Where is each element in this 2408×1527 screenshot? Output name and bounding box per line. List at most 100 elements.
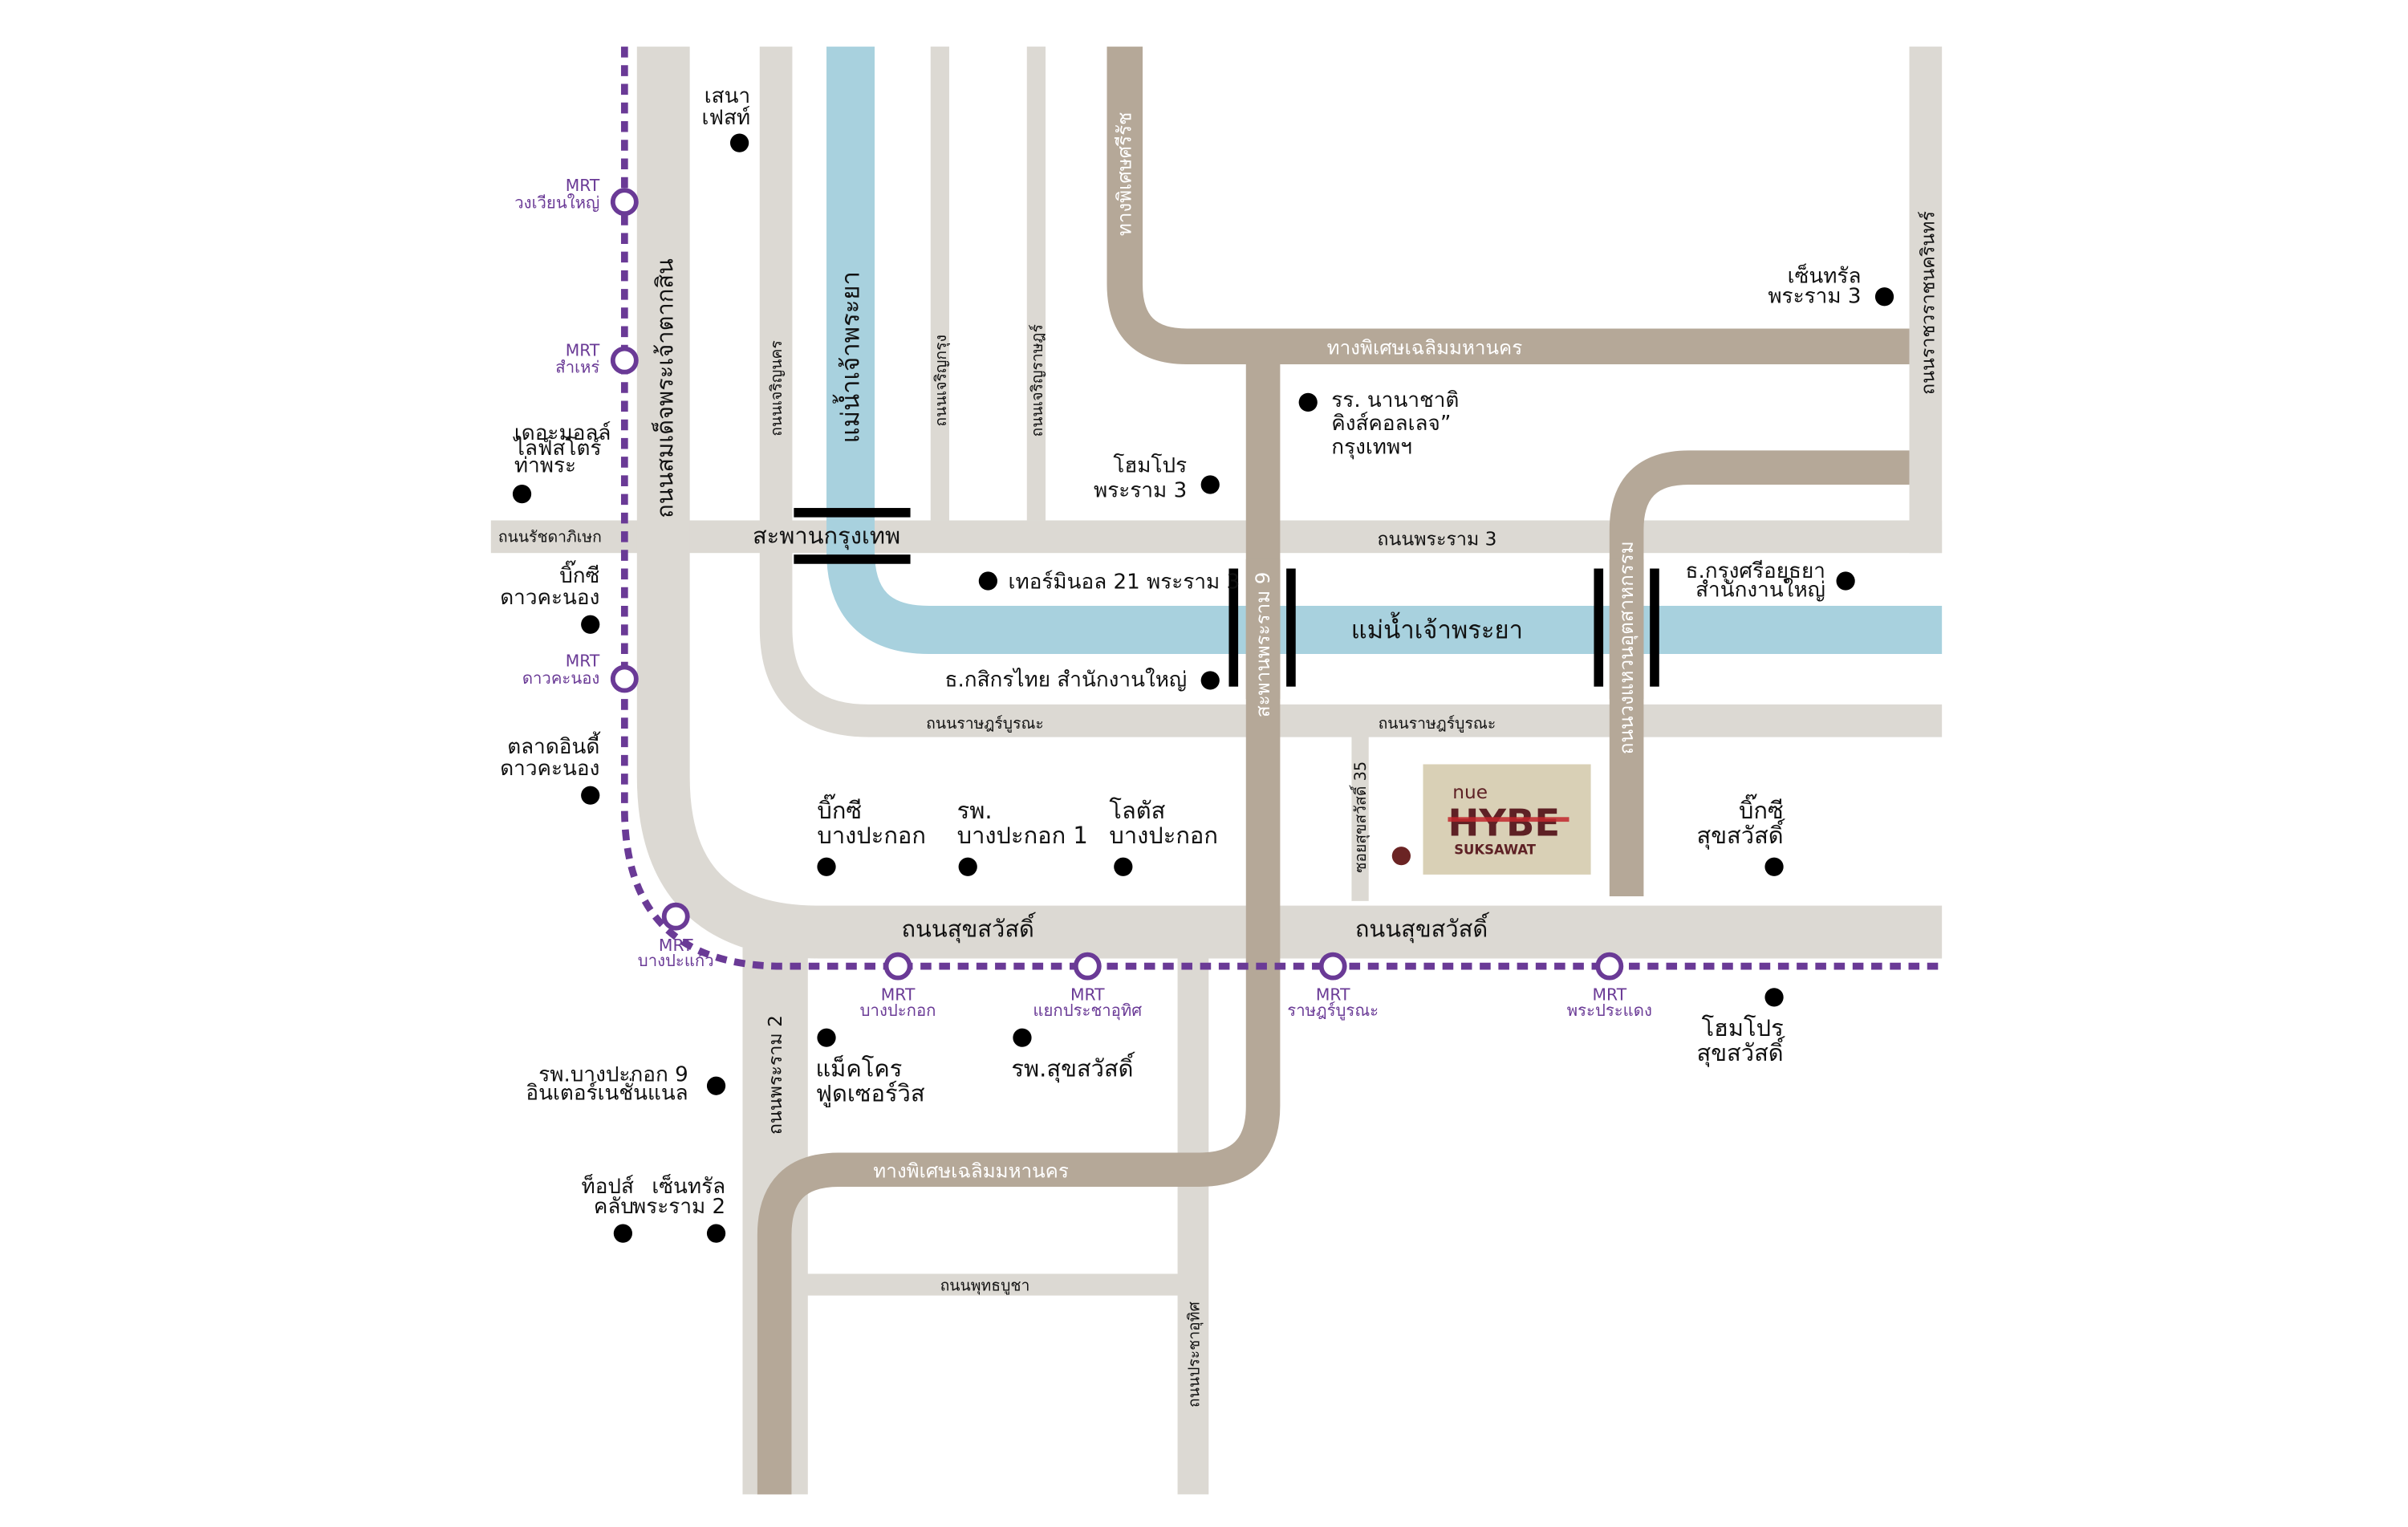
svg-text:บิ๊กซีดาวคะนอง: บิ๊กซีดาวคะนอง	[500, 560, 599, 610]
expressway-si-rat-chaloem	[1107, 47, 1910, 364]
project-name: HYBE	[1448, 802, 1560, 845]
mrt-label-line: MRT	[1316, 985, 1350, 1005]
poi-label: โฮมโปร	[1113, 453, 1187, 478]
expressway-label-chaloem-bottom: ทางพิเศษเฉลิมมหานคร	[873, 1159, 1069, 1182]
poi-label: เซ็นทรัล	[1788, 262, 1862, 288]
road-label-charoen-krung: ถนนเจริญกรุง	[932, 335, 951, 427]
poi-label: รพ.สุขสวัสดิ์	[1011, 1052, 1135, 1083]
poi-label: บิ๊กซี	[559, 560, 599, 588]
road-label-phutthabucha: ถนนพุทธบูชา	[940, 1277, 1030, 1296]
poi-label: ธ.กสิกรไทย สำนักงานใหญ่	[945, 668, 1188, 692]
poi-dot-central-rama2[interactable]	[706, 1224, 726, 1243]
rama9-bridge-bar-left	[1228, 568, 1239, 687]
mrt-station-bang-pakok[interactable]	[883, 952, 912, 981]
mrt-station-bang-pakaeo[interactable]	[661, 902, 690, 931]
poi-label: ท็อปส์	[581, 1173, 633, 1199]
poi-dot-talad-indy[interactable]	[581, 786, 600, 805]
mrt-label-line: MRT	[1593, 985, 1627, 1005]
mrt-label-line: MRT	[566, 176, 600, 195]
svg-text:ท็อปส์คลับ: ท็อปส์คลับ	[581, 1173, 633, 1219]
poi-dot-kings-college[interactable]	[1298, 392, 1318, 412]
poi-label: พระราม 3	[1094, 478, 1187, 502]
poi-label: พระราม 3	[1768, 285, 1861, 309]
svg-text:เซ็นทรัลพระราม 2: เซ็นทรัลพระราม 2	[632, 1173, 725, 1219]
mrt-label-line: MRT	[659, 936, 693, 955]
poi-dot-bang-pakok-9-hospital[interactable]	[706, 1076, 726, 1095]
project-location-dot[interactable]	[1391, 847, 1411, 866]
krungthep-bridge-bar-bottom	[794, 554, 911, 564]
poi-dot-kasikorn-hq[interactable]	[1200, 671, 1220, 690]
poi-label: คิงส์คอลเลจ”	[1331, 412, 1451, 436]
mrt-label-line: MRT	[881, 985, 916, 1005]
svg-text:โฮมโปรพระราม 3: โฮมโปรพระราม 3	[1094, 453, 1187, 503]
poi-label: เทอร์มินอล 21 พระราม 3	[1009, 571, 1241, 595]
mrt-label-name: สำเหร่	[555, 358, 599, 377]
poi-dot-homepro-suksawat[interactable]	[1764, 988, 1784, 1007]
poi-dot-makro-food-service[interactable]	[817, 1028, 836, 1047]
poi-dot-sena-fest[interactable]	[729, 133, 749, 152]
poi-dot-bigc-dao-khanong[interactable]	[581, 615, 600, 634]
poi-dot-central-rama3[interactable]	[1874, 287, 1894, 307]
poi-label: บิ๊กซี	[1739, 794, 1784, 824]
road-label-ratchawarat: ถนนราชวราชนครินทร์	[1917, 211, 1939, 395]
mrt-label-line: MRT	[566, 340, 600, 359]
svg-text:เสนาเฟสท์: เสนาเฟสท์	[702, 84, 751, 130]
road-ratchawarat	[1909, 47, 1943, 554]
mrt-station-samre[interactable]	[610, 346, 639, 375]
poi-dot-bang-pakok-1-hospital[interactable]	[958, 857, 977, 876]
mrt-station-wongwian-yai[interactable]	[610, 188, 639, 217]
rama9-bridge-bar-right	[1286, 568, 1296, 687]
mrt-station-yaek-pracha-uthit[interactable]	[1073, 952, 1102, 981]
logo-red-crossbar	[1448, 817, 1569, 822]
expressway-label-si-rat: ทางพิเศษศรีรัช	[1114, 112, 1136, 237]
wong-waen-over-bridge	[1609, 558, 1644, 700]
road-charoen-krung	[930, 47, 949, 521]
rama9-over-bridge	[1245, 558, 1281, 700]
poi-dot-krungsri-hq[interactable]	[1836, 571, 1855, 591]
industrial-ring-bridge-bar-left	[1594, 568, 1604, 687]
poi-dot-the-mall-thapra[interactable]	[512, 485, 532, 504]
poi-label: โลตัส	[1109, 797, 1165, 824]
poi-dot-homepro-rama3[interactable]	[1200, 475, 1220, 494]
road-label-soi-suksawat-35: ซอยสุขสวัสดิ์ 35	[1349, 761, 1370, 873]
poi-label: ธ.กรุงศรีอยุธยา	[1686, 559, 1825, 583]
poi-dot-tops-club[interactable]	[613, 1224, 633, 1243]
svg-text:เดอะมอลล์ไลฟ์สโตร์ท่าพระ: เดอะมอลล์ไลฟ์สโตร์ท่าพระ	[513, 421, 611, 478]
poi-dot-terminal21[interactable]	[978, 571, 997, 591]
poi-label: รร. นานาชาติ	[1331, 388, 1459, 412]
road-label-rama2: ถนนพระราม 2	[765, 1015, 786, 1135]
mrt-purple-line	[620, 47, 1943, 970]
road-label-wong-waen: ถนนวงแหวนอุตสาหกรรม	[1615, 541, 1638, 754]
expressway-label-chaloem-top: ทางพิเศษเฉลิมมหานคร	[1327, 336, 1523, 359]
poi-dot-suksawat-hospital[interactable]	[1013, 1028, 1032, 1047]
poi-label: เซ็นทรัล	[652, 1173, 725, 1199]
poi-dot-bigc-suksawat[interactable]	[1764, 857, 1784, 876]
road-label-pracha-uthit: ถนนประชาอุทิศ	[1185, 1301, 1204, 1407]
mrt-station-phra-pradaeng[interactable]	[1595, 952, 1624, 981]
mrt-station-rat-burana[interactable]	[1318, 952, 1347, 981]
road-ratchadaphisek-rama3	[490, 520, 1943, 554]
mrt-station-dao-khanong[interactable]	[610, 664, 639, 693]
mrt-label-name: บางปะกอก	[860, 1001, 936, 1020]
poi-label: แม็คโคร	[815, 1054, 902, 1082]
poi-dot-bigc-bang-pakok[interactable]	[817, 857, 836, 876]
road-charoen-rat	[1026, 47, 1046, 521]
poi-label: เดอะมอลล์	[514, 421, 611, 445]
river-label-horizontal: แม่น้ำเจ้าพระยา	[1351, 612, 1523, 645]
poi-dot-lotus-bang-pakok[interactable]	[1114, 857, 1133, 876]
mrt-label-name: แยกประชาอุทิศ	[1033, 1001, 1142, 1021]
poi-label: เสนา	[705, 84, 750, 108]
poi-label: บิ๊กซี	[817, 794, 862, 824]
mrt-label-name: พระประแดง	[1567, 1001, 1652, 1020]
svg-text:เซ็นทรัลพระราม 3: เซ็นทรัลพระราม 3	[1768, 262, 1861, 308]
poi-label: ตลาดอินดี้	[507, 731, 600, 759]
poi-label: กรุงเทพฯ	[1331, 435, 1412, 459]
project-marker[interactable]: nue HYBE SUKSAWAT	[1391, 764, 1591, 875]
